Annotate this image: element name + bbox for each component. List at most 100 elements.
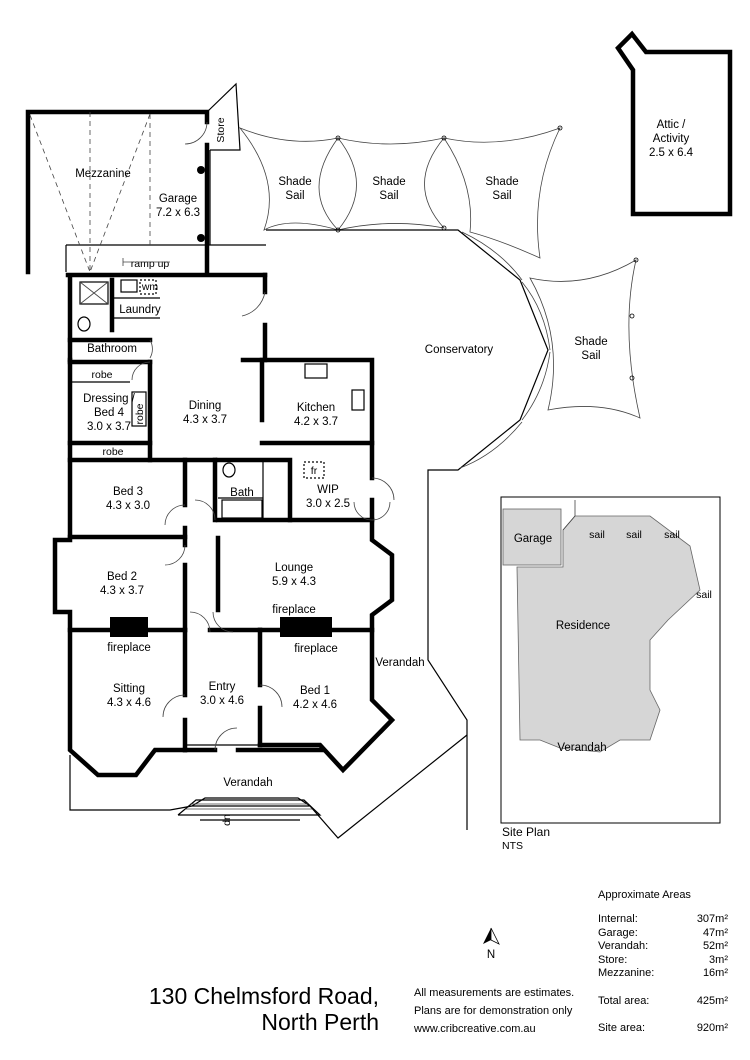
shade-sail-label: Sail [492,190,511,202]
area-value: 47m² [702,926,728,939]
robe-label: robe [134,403,146,424]
bathroom-label: Bathroom [87,343,137,355]
area-label: Mezzanine: [598,967,655,979]
kitchen-size: 4.2 x 3.7 [294,416,338,428]
site-sail-label: sail [664,529,680,541]
dining-size: 4.3 x 3.7 [183,414,227,426]
shade-sail-label: Sail [285,190,304,202]
shade-sails: Shade Sail Shade Sail Shade Sail Shade S… [238,125,641,419]
kitchen-label: Kitchen [297,402,335,414]
area-value: 307m² [696,913,728,925]
site-sail-label: sail [589,529,605,541]
wip-label: WIP [317,484,339,496]
sitting-size: 4.3 x 4.6 [107,697,151,709]
verandah: dn [69,734,468,839]
attic-label: Attic / [657,119,687,131]
ramp-label: ramp up [131,258,170,270]
entry-label: Entry [209,681,236,693]
dressing-label: Dressing / [83,393,136,405]
verandah-label: Verandah [375,657,424,669]
north-label: N [487,949,495,961]
fireplace-label: fireplace [107,642,150,654]
total-area-row: Total area: 425m² [598,995,728,1009]
shade-sail-label: Sail [581,350,600,362]
site-plan: Garage sail sail sail sail Residence Ver… [500,496,721,824]
area-row: Verandah: 52m² [598,940,728,954]
area-row: Internal: 307m² [598,913,728,927]
area-value: 425m² [696,994,728,1007]
dining-label: Dining [189,400,222,412]
shade-sail-label: Shade [278,176,311,188]
site-garage-label: Garage [514,533,552,545]
dressing-size: 3.0 x 3.7 [87,421,131,433]
shade-sail-label: Shade [574,336,607,348]
site-area-row: Site area: 920m² [598,1022,728,1036]
shade-sail-label: Shade [485,176,518,188]
website-link[interactable]: www.cribcreative.com.au [414,1023,536,1035]
conservatory: Conservatory [266,229,551,830]
area-label: Garage: [598,926,638,939]
bed3-label: Bed 3 [113,486,143,498]
site-verandah-label: Verandah [557,742,606,754]
site-sail-label: sail [696,589,712,601]
area-label: Total area: [598,994,650,1007]
fireplace-label: fireplace [272,604,315,616]
house-walls [52,272,396,778]
steps-label: dn [221,814,233,826]
area-value: 3m² [709,953,728,966]
area-label: Verandah: [598,940,649,952]
entry-size: 3.0 x 4.6 [200,695,244,707]
store-label: Store [215,117,227,142]
site-plan-scale: NTS [502,840,523,852]
area-value: 52m² [702,940,728,952]
area-label: Site area: [598,1022,646,1034]
disclaimer-line: Plans are for demonstration only [414,1005,573,1017]
shade-sail-label: Shade [372,176,405,188]
area-summary-title: Approximate Areas [598,889,691,901]
area-value: 920m² [696,1022,728,1034]
bed3-size: 4.3 x 3.0 [106,500,150,512]
verandah-label: Verandah [223,777,272,789]
bath-label: Bath [230,487,254,499]
address-line2: North Perth [261,1009,379,1035]
site-plan-title: Site Plan [502,825,551,839]
garage-size: 7.2 x 6.3 [156,207,200,219]
area-summary: Approximate Areas Internal: 307m² Garage:… [598,889,728,1036]
bed1-label: Bed 1 [300,685,330,697]
wm-label: wm [141,281,159,293]
garage-label: Garage [159,193,197,205]
area-row: Mezzanine:16m² [598,967,728,981]
fridge-label: fr [311,465,318,477]
bed1-size: 4.2 x 4.6 [293,699,337,711]
conservatory-label: Conservatory [425,344,494,356]
area-row: Store: 3m² [598,954,728,968]
lounge-size: 5.9 x 4.3 [272,576,316,588]
bed2-size: 4.3 x 3.7 [100,585,144,597]
area-label: Store: [598,953,628,966]
fireplace-label: fireplace [294,643,337,655]
site-sail-label: sail [626,529,642,541]
attic: Attic / Activity 2.5 x 6.4 [615,30,733,217]
laundry-label: Laundry [119,304,161,316]
north-arrow-icon: N [483,927,500,961]
robe-label: robe [91,369,112,381]
address-line1: 130 Chelmsford Road, [148,983,379,1009]
site-plan-caption: Site Plan NTS [502,825,550,853]
disclaimer-line: All measurements are estimates. [414,987,575,999]
room-labels: wm Laundry Bathroom robe Dressing / Bed … [83,281,425,789]
attic-size: 2.5 x 6.4 [649,147,694,159]
sitting-label: Sitting [113,683,145,695]
area-row: Garage: 47m² [598,927,728,941]
dressing-label: Bed 4 [94,407,125,419]
lounge-label: Lounge [275,562,313,574]
doors [77,121,395,751]
wip-size: 3.0 x 2.5 [306,498,350,510]
shade-sail-label: Sail [379,190,398,202]
garage: Mezzanine Garage 7.2 x 6.3 Store ramp up [25,82,266,275]
property-address: 130 Chelmsford Road, North Perth [149,983,379,1035]
mezzanine-label: Mezzanine [75,168,131,180]
area-label: Internal: [598,913,638,925]
bed2-label: Bed 2 [107,571,137,583]
site-residence-label: Residence [556,620,610,632]
